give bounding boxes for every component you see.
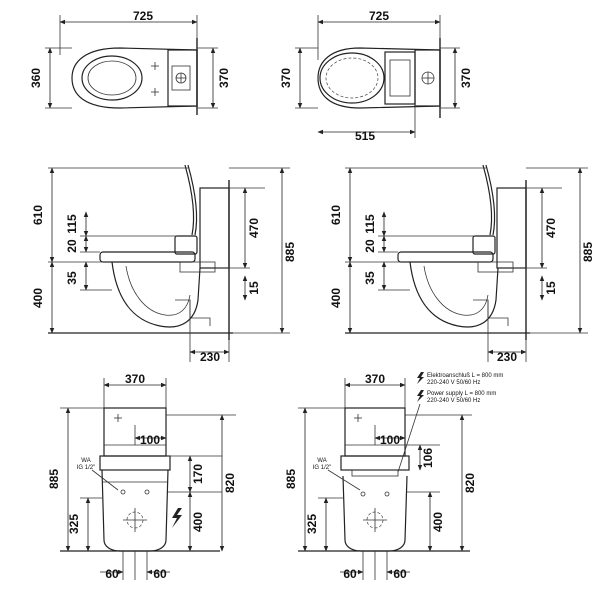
front-right-100-label: 100 xyxy=(380,433,400,447)
side-view-left: 610 400 115 20 35 470 15 885 230 xyxy=(31,164,297,364)
front-left-ig-label: IG 1/2" xyxy=(77,465,95,471)
side-right-20-label: 20 xyxy=(363,239,377,253)
note-de-line2: 220-240 V 50/60 Hz xyxy=(427,380,480,386)
side-left-610-label: 610 xyxy=(31,205,45,225)
fixing-marks xyxy=(151,62,159,96)
note-en-line1: Power supply L = 800 mm xyxy=(427,391,496,397)
side-left-885-label: 885 xyxy=(283,242,297,262)
side-left-470-label: 470 xyxy=(247,218,261,238)
front-left-325-label: 325 xyxy=(67,514,81,534)
outlet-mark xyxy=(123,508,147,532)
front-view-right: 370 100 WA IG 1/2" 885 325 106 400 xyxy=(284,372,503,581)
plan-right-depth-right-label: 370 xyxy=(459,68,473,88)
lightning-bolt-icon xyxy=(172,508,182,528)
side-right-115-label: 115 xyxy=(363,214,377,234)
side-right-470-label: 470 xyxy=(544,218,558,238)
side-right-610-label: 610 xyxy=(329,205,343,225)
plan-left-depth-right-label: 370 xyxy=(217,68,231,88)
plan-right-depth-left-label: 370 xyxy=(279,68,293,88)
side-left-15-label: 15 xyxy=(247,281,261,295)
front-left-width-label: 370 xyxy=(125,372,145,386)
side-right-885-label: 885 xyxy=(581,242,595,262)
front-left-60a-label: 60 xyxy=(105,567,119,581)
side-left-400-label: 400 xyxy=(31,288,45,308)
side-right-35-label: 35 xyxy=(363,271,377,285)
front-right-wa-label: WA xyxy=(317,458,326,464)
front-right-400-label: 400 xyxy=(431,512,445,532)
front-left-100-label: 100 xyxy=(140,433,160,447)
note-en-line2: 220-240 V 50/60 Hz xyxy=(427,398,480,404)
front-right-106-label: 106 xyxy=(421,448,435,468)
plan-left-width-label: 725 xyxy=(133,9,153,23)
flush-button xyxy=(114,414,122,422)
front-right-325-label: 325 xyxy=(305,514,319,534)
plan-left-depth-left-label: 360 xyxy=(29,68,43,88)
front-left-170-label: 170 xyxy=(191,464,205,484)
front-left-60b-label: 60 xyxy=(153,567,167,581)
flush-button-right xyxy=(354,414,362,422)
side-right-400-label: 400 xyxy=(329,288,343,308)
front-right-885-label: 885 xyxy=(284,469,298,489)
side-left-230-label: 230 xyxy=(200,350,220,364)
lightning-bolt-icon xyxy=(417,390,424,402)
side-left-20-label: 20 xyxy=(65,239,79,253)
front-right-60b-label: 60 xyxy=(393,567,407,581)
plan-right-width-label: 725 xyxy=(369,9,389,23)
power-notes: Elektroanschluß L = 800 mm 220-240 V 50/… xyxy=(397,372,503,473)
lightning-bolt-icon xyxy=(417,372,424,384)
front-right-ig-label: IG 1/2" xyxy=(313,465,331,471)
front-left-820-label: 820 xyxy=(223,473,237,493)
side-view-right: 610 400 115 20 35 470 15 885 230 xyxy=(329,164,595,364)
front-left-400-label: 400 xyxy=(191,512,205,532)
side-left-115-label: 115 xyxy=(65,214,79,234)
plan-right-bottom-label: 515 xyxy=(355,129,375,143)
side-left-35-label: 35 xyxy=(65,271,79,285)
plan-view-right: 725 370 370 515 xyxy=(279,9,473,143)
front-left-wa-label: WA xyxy=(81,458,90,464)
front-right-820-label: 820 xyxy=(463,473,477,493)
side-right-230-label: 230 xyxy=(497,350,517,364)
outlet-mark-right xyxy=(363,508,387,532)
plan-view-left: 725 360 370 xyxy=(29,9,231,115)
side-right-15-label: 15 xyxy=(544,281,558,295)
front-left-885-label: 885 xyxy=(47,469,61,489)
front-view-left: 370 100 WA IG 1/2" 885 325 1 xyxy=(47,372,237,581)
note-de-line1: Elektroanschluß L = 800 mm xyxy=(427,373,503,379)
front-right-width-label: 370 xyxy=(365,372,385,386)
front-right-60a-label: 60 xyxy=(343,567,357,581)
